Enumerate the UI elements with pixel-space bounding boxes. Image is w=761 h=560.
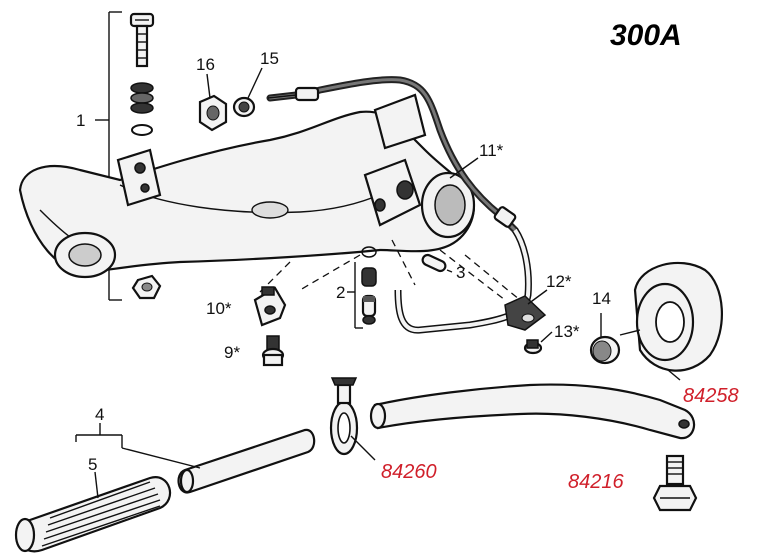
callout-15: 15 (260, 49, 279, 68)
group-4-5-bracket (75, 423, 201, 499)
callout-12: 12* (546, 272, 572, 291)
nut-16 (198, 73, 228, 132)
callout-14: 14 (592, 289, 611, 308)
callout-16: 16 (196, 55, 215, 74)
callout-5: 5 (88, 455, 97, 474)
bottom-nut-1 (131, 274, 162, 300)
part-number-hex-bolt: 84216 (568, 471, 624, 493)
steering-rod (369, 383, 696, 440)
callout-3: 3 (456, 263, 465, 282)
callout-9: 9* (224, 343, 240, 362)
assembly-guide-lines (259, 239, 521, 301)
cable-clamp-12 (504, 289, 548, 331)
eye-bolt (329, 377, 376, 461)
callout-4: 4 (95, 405, 104, 424)
friction-washer-stack (130, 82, 154, 136)
model-title: 300A (610, 19, 682, 52)
part-number-eye-bolt: 84260 (381, 461, 437, 483)
lock-nut-15 (232, 67, 263, 118)
callout-1: 1 (76, 111, 85, 130)
clip-10 (253, 286, 287, 327)
stop-pin-3 (421, 253, 453, 273)
tiller-arm-casting (18, 93, 476, 279)
group-2-spring-stack (347, 246, 377, 329)
screw-9 (261, 335, 285, 367)
handle-grip (14, 476, 171, 553)
callout-10: 10* (206, 299, 232, 318)
screw-13 (523, 331, 553, 355)
callout-2: 2 (336, 283, 345, 302)
pivot-bolt (129, 12, 155, 68)
tiller-extension-tube (177, 428, 316, 494)
hex-bolt (652, 454, 698, 512)
pad-14 (589, 313, 621, 365)
ring-counterweight (619, 261, 724, 381)
callout-11: 11* (479, 141, 504, 160)
part-number-ring-counterweight: 84258 (683, 385, 739, 407)
callout-13: 13* (554, 322, 580, 341)
